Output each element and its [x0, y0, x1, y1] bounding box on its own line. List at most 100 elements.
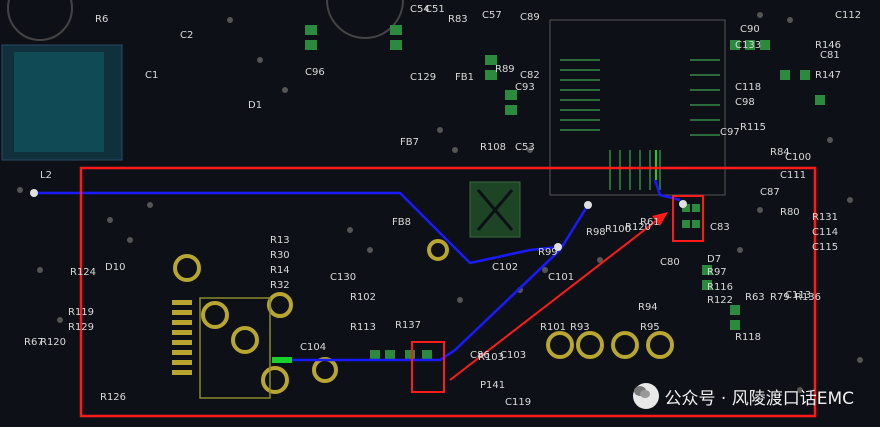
silkscreen-label: C1: [145, 70, 158, 81]
silkscreen-label: C80: [660, 257, 680, 268]
silkscreen-label: C81: [820, 50, 840, 61]
silkscreen-label: C98: [735, 97, 755, 108]
silkscreen-label: R118: [735, 332, 761, 343]
silkscreen-label: R67: [24, 337, 44, 348]
silkscreen-label: FB8: [392, 217, 411, 228]
silkscreen-label: R122: [707, 295, 733, 306]
silkscreen-label: R83: [448, 14, 468, 25]
silkscreen-label: C96: [305, 67, 325, 78]
silkscreen-label: C118: [735, 82, 761, 93]
silkscreen-label: R131: [812, 212, 838, 223]
silkscreen-label: C114: [812, 227, 838, 238]
silkscreen-label: C53: [515, 142, 535, 153]
silkscreen-label: C111: [780, 170, 806, 181]
silkscreen-label: R120: [625, 222, 651, 233]
silkscreen-label: D7: [707, 254, 721, 265]
silkscreen-label: R116: [707, 282, 733, 293]
silkscreen-label: C103: [500, 350, 526, 361]
silkscreen-label: C130: [330, 272, 356, 283]
silkscreen-label: R103: [478, 352, 504, 363]
silkscreen-label: R30: [270, 250, 290, 261]
silkscreen-label: R146: [815, 40, 841, 51]
silkscreen-label: R97: [707, 267, 727, 278]
smd-pads: [305, 25, 825, 360]
silkscreen-label: R119: [68, 307, 94, 318]
silkscreen-label: C104: [300, 342, 326, 353]
highlight-box-large: [79, 166, 817, 418]
silkscreen-label: P141: [480, 380, 505, 391]
silkscreen-label: C115: [812, 242, 838, 253]
arrow-head: [652, 212, 668, 226]
silkscreen-label: C82: [520, 70, 540, 81]
silkscreen-label: R32: [270, 280, 290, 291]
silkscreen-label: R126: [100, 392, 126, 403]
qfp-chip-outline: [549, 19, 726, 196]
silkscreen-label: R136: [795, 292, 821, 303]
silkscreen-label: C101: [548, 272, 574, 283]
silkscreen-label: R79: [770, 292, 790, 303]
silkscreen-label: R14: [270, 265, 290, 276]
silkscreen-label: R99: [538, 247, 558, 258]
silkscreen-label: R98: [586, 227, 606, 238]
silkscreen-label: R84: [770, 147, 790, 158]
silkscreen-label: C119: [505, 397, 531, 408]
silkscreen-label: R115: [740, 122, 766, 133]
silkscreen-label: R89: [495, 64, 515, 75]
silkscreen-label: C102: [492, 262, 518, 273]
silkscreen-label: C54: [410, 4, 430, 15]
silkscreen-label: C93: [515, 82, 535, 93]
silkscreen-label: R93: [570, 322, 590, 333]
silkscreen-label: C100: [785, 152, 811, 163]
silkscreen-label: R13: [270, 235, 290, 246]
highlight-box-small-right: [672, 195, 704, 242]
silkscreen-label: C87: [760, 187, 780, 198]
silkscreen-label: D10: [105, 262, 125, 273]
silkscreen-label: C51: [425, 4, 445, 15]
green-traces: [272, 150, 657, 363]
silkscreen-label: C2: [180, 30, 193, 41]
silkscreen-label: FB7: [400, 137, 419, 148]
silkscreen-label: R102: [350, 292, 376, 303]
silkscreen-label: R63: [745, 292, 765, 303]
silkscreen-label: C89: [520, 12, 540, 23]
silkscreen-label: R61: [640, 217, 660, 228]
silkscreen-label: R100: [605, 224, 631, 235]
silkscreen-label: R101: [540, 322, 566, 333]
silkscreen-label: C113: [785, 290, 811, 301]
silkscreen-label: R94: [638, 302, 658, 313]
silkscreen-label: FB1: [455, 72, 474, 83]
silkscreen-label: C112: [835, 10, 861, 21]
silkscreen-label: R120: [40, 337, 66, 348]
inductor-core: [14, 52, 104, 152]
silkscreen-label: C133: [735, 40, 761, 51]
silkscreen-label: R129: [68, 322, 94, 333]
silkscreen-label: D1: [248, 100, 262, 111]
watermark: 公众号 · 风陵渡口话EMC: [632, 383, 855, 409]
qfp-pins: [560, 59, 720, 190]
pin-header: [172, 300, 192, 375]
silkscreen-label: C57: [482, 10, 502, 21]
silkscreen-label: R113: [350, 322, 376, 333]
silkscreen-label: C90: [740, 24, 760, 35]
silkscreen-label: C97: [720, 127, 740, 138]
silkscreen-label: R95: [640, 322, 660, 333]
silkscreen-label: C83: [710, 222, 730, 233]
silkscreen-label: R6: [95, 14, 108, 25]
silkscreen-label: C86: [470, 350, 490, 361]
silkscreen-label: R124: [70, 267, 96, 278]
wechat-logo-icon: [632, 383, 659, 409]
silkscreen-label: R80: [780, 207, 800, 218]
vias: [17, 12, 863, 393]
silkscreen-label: C129: [410, 72, 436, 83]
silkscreen-label: R137: [395, 320, 421, 331]
watermark-text: 公众号 · 风陵渡口话EMC: [664, 388, 855, 409]
silkscreen-label: L2: [40, 170, 52, 181]
silkscreen-label: R147: [815, 70, 841, 81]
